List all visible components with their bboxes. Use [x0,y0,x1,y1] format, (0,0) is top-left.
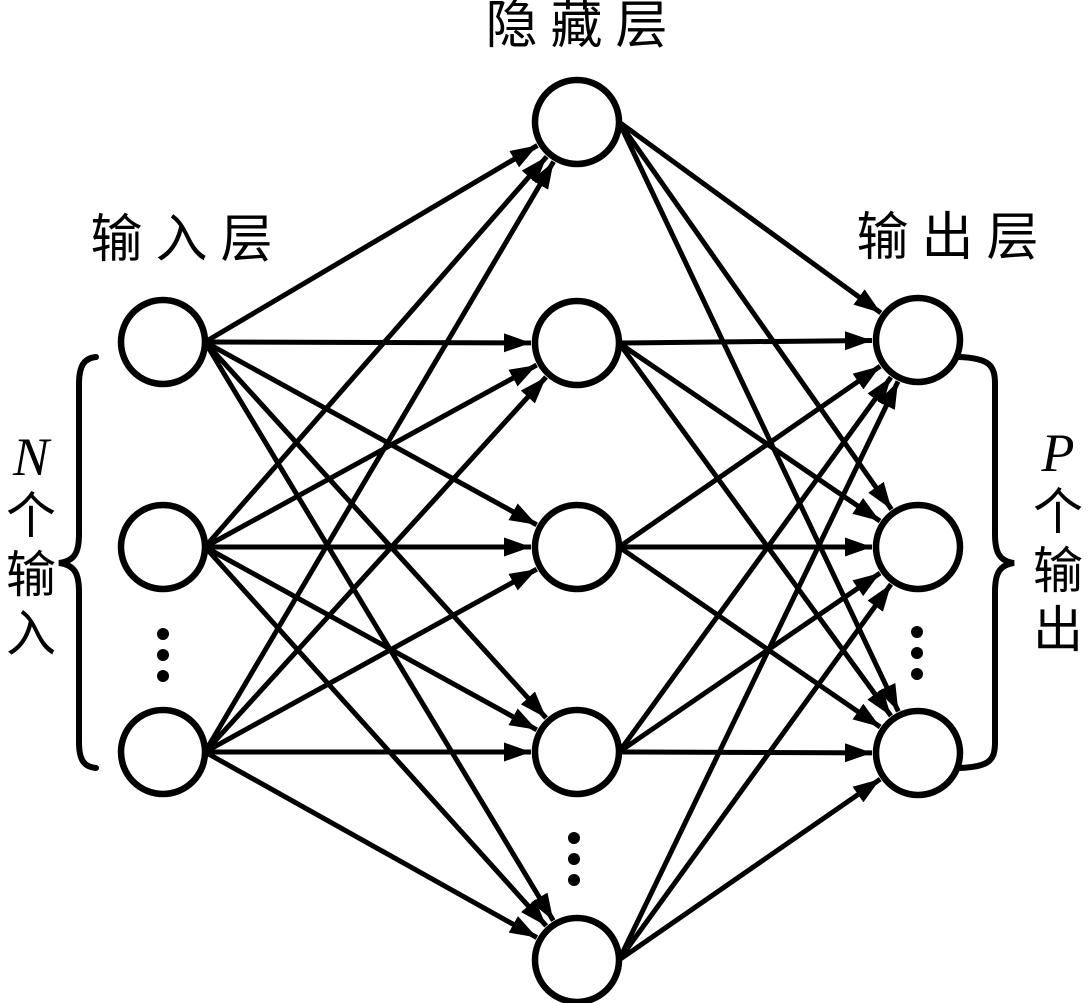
output-node-2 [872,501,964,593]
edge-input3-hidden3 [203,567,538,755]
ellipsis-dot [157,649,169,661]
hidden-node-2 [531,297,623,389]
input-layer-label: 输入层 [90,212,286,269]
ellipsis-dot [911,626,923,638]
hidden-node-3 [531,501,623,593]
ellipsis-dot [157,670,169,682]
edge-input3-hidden5 [203,749,539,940]
hidden-node-1 [531,76,623,168]
edge-input3-hidden1 [202,160,556,754]
edge-input2-hidden4 [203,544,538,732]
edge-input2-hidden2 [203,362,538,550]
p-outputs-annotation: P 个输出 [1027,424,1089,660]
hidden-node-5 [531,914,623,1003]
left-brace [58,354,99,771]
edge-hidden1-output3 [616,120,901,713]
edge-hidden3-output3 [617,544,882,729]
p-outputs-text: 个输出 [1033,484,1083,658]
output-layer-label: 输出层 [856,210,1052,267]
ellipsis-dot [157,628,169,640]
edge-input1-hidden1 [203,143,539,345]
edge-input2-hidden1 [203,154,549,549]
edge-input2-hidden5 [203,545,549,928]
ellipsis-dot [911,668,923,680]
ellipsis-dot [911,647,923,659]
input-node-2 [117,501,209,593]
edge-input1-hidden4 [203,340,548,720]
edge-hidden5-output2 [616,582,894,962]
edge-hidden5-output1 [616,380,901,962]
n-letter: N [12,427,50,487]
output-node-3 [872,707,964,799]
output-node-1 [872,294,964,386]
edge-hidden4-output2 [617,570,882,755]
edge-input1-hidden2 [204,333,532,353]
edge-input1-hidden5 [202,340,556,922]
edge-hidden5-output3 [617,777,882,963]
right-brace [956,354,1015,771]
edge-hidden2-output1 [618,331,873,351]
ellipsis-dot [568,832,580,844]
ellipsis-dot [568,874,580,886]
edge-input3-hidden2 [203,375,548,754]
edge-hidden4-output3 [618,743,873,763]
edge-input1-hidden3 [203,339,538,527]
n-inputs-annotation: N 个输入 [0,428,62,664]
hidden-layer-label: 隐藏层 [485,0,681,55]
ellipsis-dot [568,853,580,865]
edge-hidden1-output2 [616,120,894,511]
edge-hidden2-output3 [616,341,893,718]
n-inputs-text: 个输入 [6,488,56,662]
input-node-3 [117,706,209,798]
edge-hidden2-output2 [617,340,882,524]
edge-hidden1-output1 [617,119,883,315]
edge-hidden3-output1 [617,364,882,550]
hidden-node-4 [531,706,623,798]
input-node-1 [117,296,209,388]
p-letter: P [1041,423,1075,483]
edge-hidden4-output1 [616,375,894,754]
